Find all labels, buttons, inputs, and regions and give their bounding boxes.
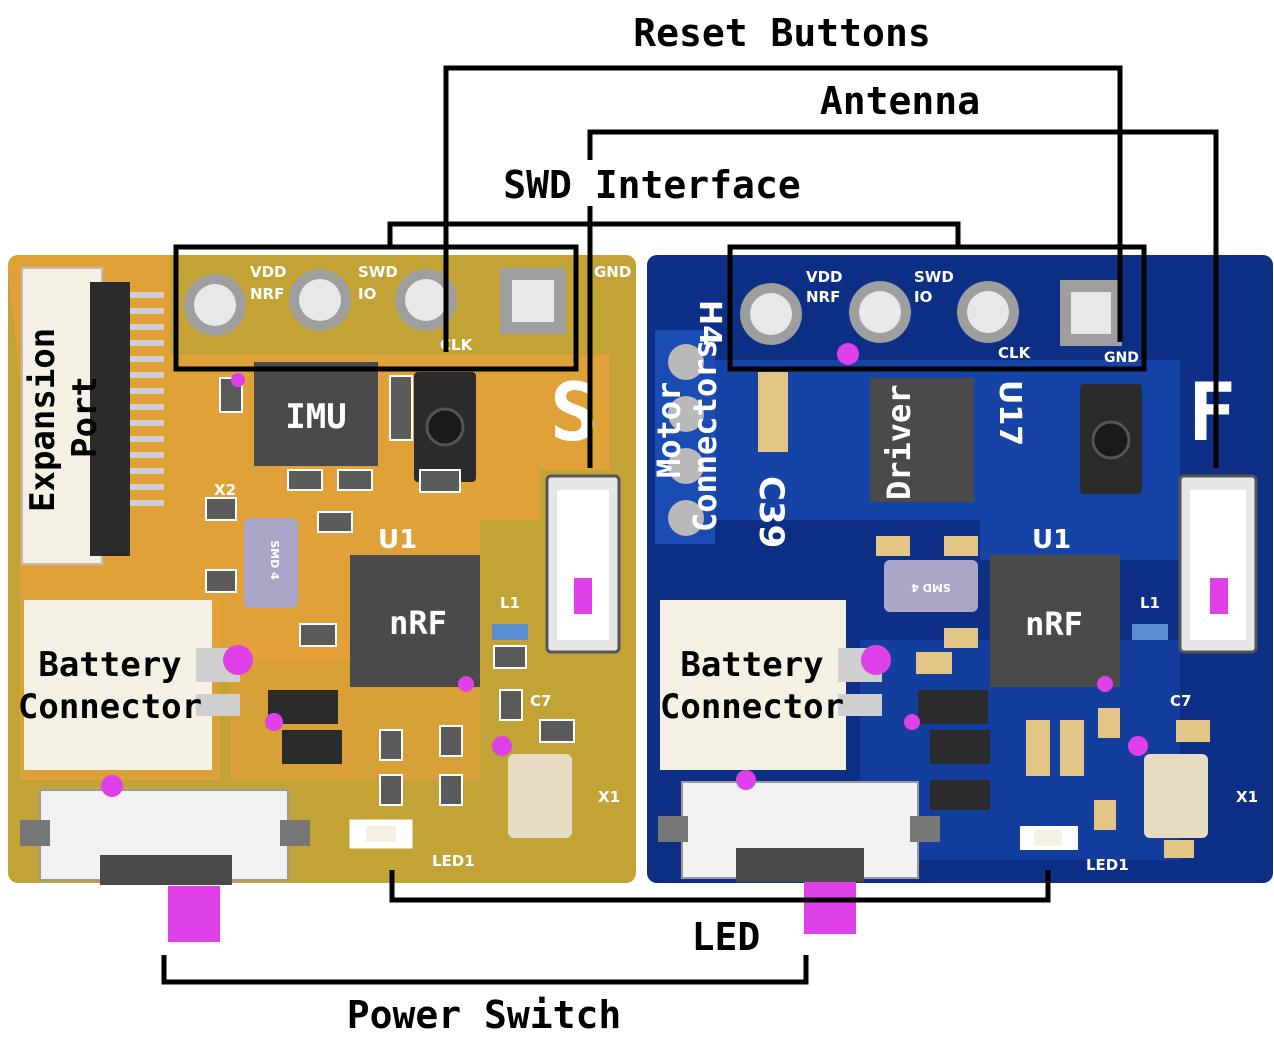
left-crystal-x2 — [244, 518, 298, 608]
left-silk-smd4: SMD 4 — [268, 540, 281, 580]
left-silk-swd: SWD — [358, 263, 398, 281]
motor-pad-3 — [668, 448, 704, 484]
left-crystal-x1 — [508, 754, 572, 838]
motor-connectors-label-line1: Motor — [650, 382, 688, 478]
right-battery-connector — [660, 600, 846, 770]
right-crystal-smd4 — [884, 560, 978, 612]
right-nrf-label: nRF — [1025, 605, 1083, 643]
led-label: LED — [692, 915, 761, 959]
right-driver-chip — [870, 378, 974, 502]
right-power-switch-knob — [804, 882, 856, 934]
right-silk-io: IO — [914, 288, 932, 306]
right-silk-c39: C39 — [751, 476, 791, 548]
left-swd-box — [173, 244, 579, 372]
motor-connectors-label-line2: Connectors — [686, 339, 724, 532]
right-board-letter: F — [1188, 366, 1236, 459]
left-battery-connector — [24, 600, 212, 770]
expansion-port-pins — [130, 292, 164, 506]
right-battery-label-line1: Battery — [680, 645, 823, 685]
right-swd-pads — [740, 280, 1122, 346]
right-crystal-x1 — [1144, 754, 1208, 838]
right-driver-label: Driver — [880, 384, 918, 500]
right-silk-led1: LED1 — [1086, 856, 1129, 874]
motor-pad-1 — [668, 344, 704, 380]
left-nrf-chip — [350, 555, 480, 687]
left-silk-io: IO — [358, 285, 376, 303]
right-board: H4 VDD NRF SWD IO CLK GND C39 Driver U17… — [647, 255, 1273, 934]
swd-interface-bracket — [387, 221, 961, 247]
right-swd-box — [727, 244, 1147, 372]
reset-buttons-label: Reset Buttons — [633, 11, 930, 55]
left-silk-nrf: NRF — [250, 285, 284, 303]
left-silk-led1: LED1 — [432, 852, 475, 870]
right-silk-clk: CLK — [998, 344, 1032, 362]
callout-lines — [161, 65, 1219, 985]
reset-buttons-bracket — [443, 65, 1123, 352]
left-silk-l1: L1 — [500, 594, 520, 612]
swd-interface-label: SWD Interface — [503, 163, 800, 207]
left-swd-pads — [184, 268, 566, 336]
antenna-bracket — [587, 129, 1219, 468]
expansion-port-label-line2: Port — [65, 376, 105, 458]
expansion-port-connector — [21, 267, 103, 565]
left-imu-chip — [254, 362, 378, 466]
power-switch-label: Power Switch — [347, 993, 622, 1037]
right-nrf-chip — [990, 555, 1120, 687]
left-silk-gnd: GND — [594, 263, 631, 281]
left-passives — [205, 375, 575, 806]
motor-connectors — [655, 330, 715, 544]
left-battery-label-line1: Battery — [38, 645, 181, 685]
motor-pad-4 — [668, 500, 704, 536]
markers — [101, 343, 1148, 797]
left-silk-vdd: VDD — [250, 263, 287, 281]
right-silk-c7: C7 — [1170, 692, 1191, 710]
right-silk-gnd: GND — [1104, 350, 1139, 366]
left-silk-x2: X2 — [214, 481, 236, 499]
right-battery-label-line2: Connector — [660, 687, 844, 727]
right-silk-smd4: SMD 4 — [911, 581, 951, 594]
left-power-switch-knob — [168, 886, 220, 942]
left-imu-label: IMU — [285, 397, 346, 437]
left-silk-c7: C7 — [530, 692, 551, 710]
right-silk-l1: L1 — [1140, 594, 1160, 612]
right-silk-swd: SWD — [914, 268, 954, 286]
left-battery-label-line2: Connector — [18, 687, 202, 727]
right-silk-h4: H4 — [692, 300, 727, 346]
left-nrf-label: nRF — [389, 604, 447, 642]
right-silk-u17: U17 — [992, 380, 1027, 446]
power-switch-bracket — [161, 955, 809, 985]
motor-pad-2 — [668, 396, 704, 432]
expansion-port-label-line1: Expansion — [23, 328, 63, 512]
left-silk-u1: U1 — [378, 525, 417, 555]
antenna-label: Antenna — [820, 79, 980, 123]
left-board: VDD NRF SWD IO CLK GND IMU — [8, 255, 636, 942]
right-passives — [876, 536, 1210, 858]
led-bracket — [389, 870, 1051, 903]
right-silk-nrf: NRF — [806, 288, 840, 306]
right-silk-x1: X1 — [1236, 788, 1258, 806]
left-silk-x1: X1 — [598, 788, 620, 806]
right-silk-u1: U1 — [1032, 525, 1071, 555]
right-silk-vdd: VDD — [806, 268, 843, 286]
